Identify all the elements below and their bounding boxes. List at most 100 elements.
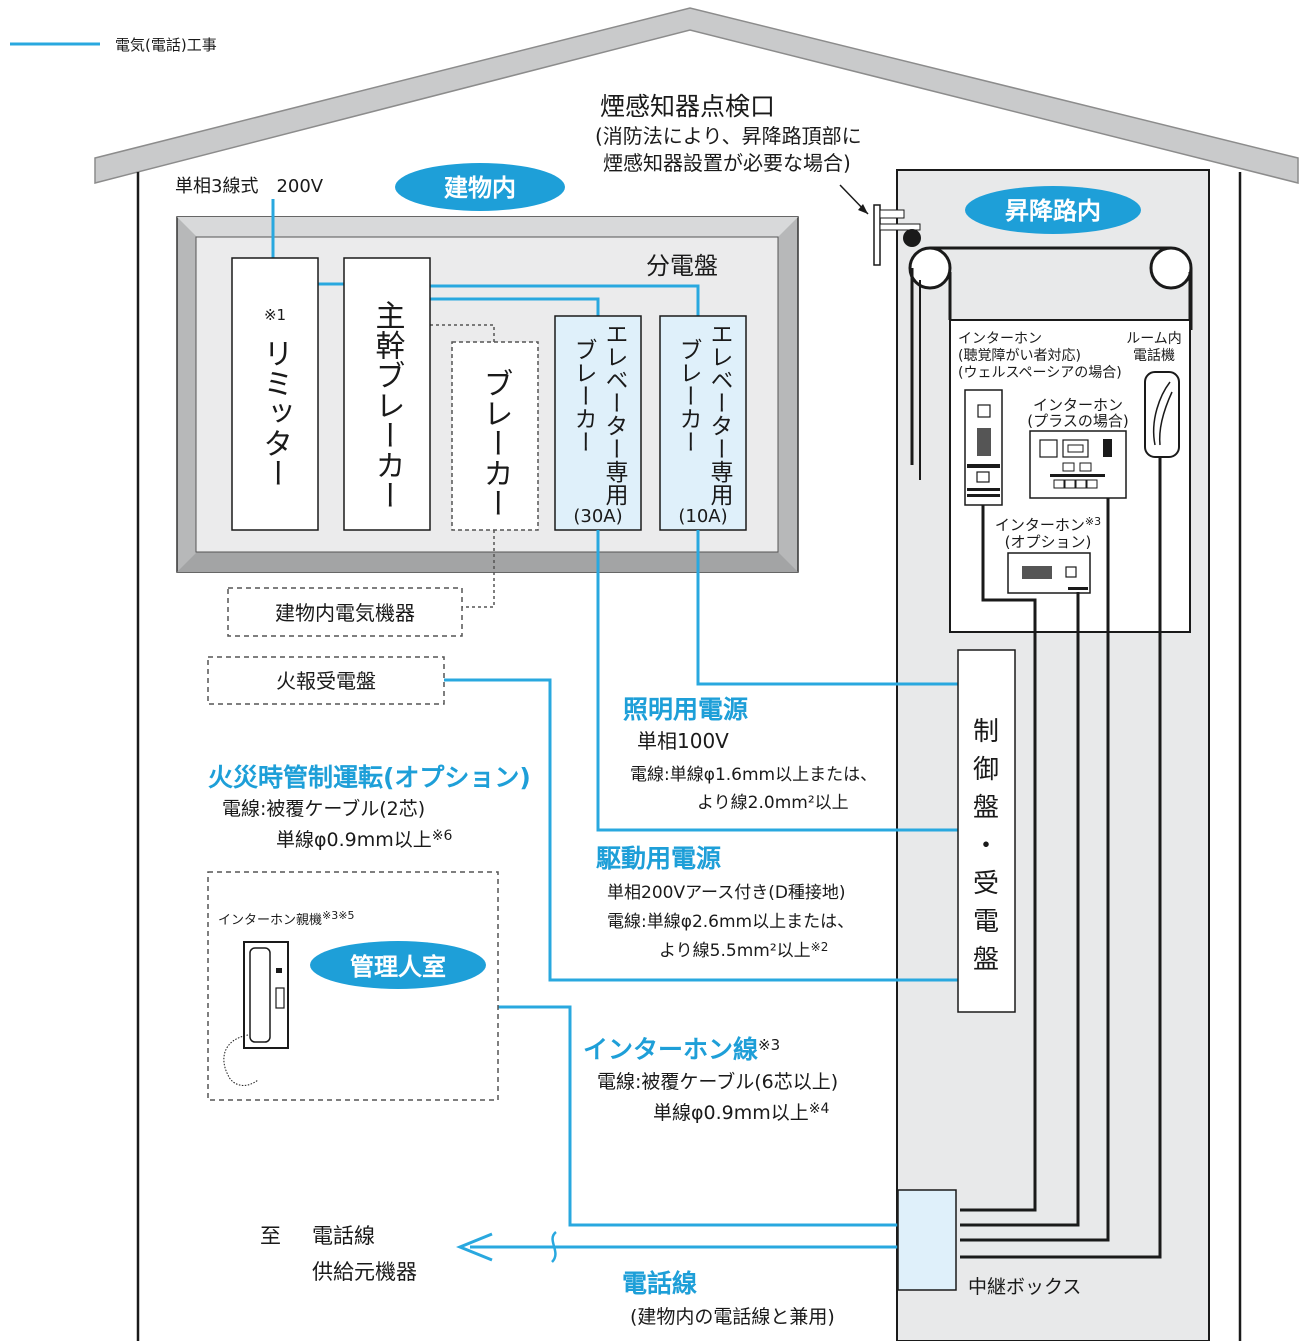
intercom-plus: インターホン (プラスの場合) bbox=[1027, 396, 1129, 499]
smoke-detector-title: 煙感知器点検口 bbox=[600, 92, 775, 121]
elevator-breaker-30a-label-col1: エレベーター専用 bbox=[601, 322, 629, 506]
building-badge-label: 建物内 bbox=[444, 174, 516, 202]
fire-alarm-panel: 火報受電盤 bbox=[207, 656, 445, 705]
elevator-breaker-30a: エレベーター専用 ブレーカー (30A) bbox=[554, 315, 642, 531]
drive-power-cable bbox=[596, 530, 958, 832]
speaker-grille-icon bbox=[977, 428, 991, 456]
room-phone: ルーム内 電話機 bbox=[1126, 331, 1182, 458]
intercom-hearing-impaired: インターホン (聴覚障がい者対応) (ウェルスペーシアの場合) bbox=[958, 331, 1122, 506]
intercom-option-wire bbox=[960, 592, 1080, 1227]
drive-power-title: 駆動用電源 bbox=[596, 844, 721, 873]
smoke-detector-note-2: 煙感知器設置が必要な場合) bbox=[603, 151, 851, 175]
fire-control-info: 火災時管制運転(オプション) 電線:被覆ケーブル(2芯) 単線φ0.9mm以上※… bbox=[208, 763, 531, 851]
phone-arrow-icon bbox=[456, 1232, 493, 1262]
phone-line-to: 至 bbox=[260, 1224, 281, 1248]
breaker: ブレーカー bbox=[451, 341, 539, 531]
phone-button-icon bbox=[976, 471, 990, 483]
intercom-line-info: インターホン線※3 電線:被覆ケーブル(6芯以上) 単線φ0.9mm以上※4 bbox=[583, 1035, 838, 1124]
intercom-option: インターホン※3 (オプション) bbox=[995, 515, 1101, 594]
elevator-breaker-10a-label-col2: ブレーカー bbox=[675, 338, 701, 453]
building-electric-equipment: 建物内電気機器 bbox=[227, 587, 463, 637]
elevator-breaker-30a-rating: (30A) bbox=[573, 506, 622, 527]
phone-handset-icon bbox=[1152, 381, 1173, 446]
speaker-grille-icon-2 bbox=[1022, 566, 1052, 579]
relay-box: 中継ボックス bbox=[897, 1189, 1081, 1298]
fire-control-line2: 単線φ0.9mm以上※6 bbox=[276, 828, 453, 851]
relay-box-label: 中継ボックス bbox=[968, 1276, 1081, 1298]
drive-power-info: 駆動用電源 単相200Vアース付き(D種接地) 電線:単線φ2.6mm以上または… bbox=[596, 844, 854, 961]
drive-power-line1: 単相200Vアース付き(D種接地) bbox=[607, 883, 846, 903]
intercom-option-note: ※3 bbox=[1085, 515, 1101, 528]
fire-control-title: 火災時管制運転(オプション) bbox=[208, 763, 531, 792]
phone-line-info: 至 電話線 供給元機器 電話線 (建物内の電話線と兼用) bbox=[260, 1224, 835, 1328]
intercom-option-line2: (オプション) bbox=[1005, 533, 1092, 551]
legend: 電気(電話)工事 bbox=[10, 36, 217, 54]
manager-room-badge: 管理人室 bbox=[350, 953, 446, 981]
elevator-breaker-10a-label-col1: エレベーター専用 bbox=[706, 322, 734, 506]
room-phone-wire bbox=[960, 457, 1162, 1259]
elevator-breaker-10a-rating: (10A) bbox=[678, 506, 727, 527]
control-panel-char-4: ・ bbox=[973, 831, 999, 861]
lighting-power-line1: 単相100V bbox=[637, 729, 729, 753]
main-breaker: 主幹ブレーカー bbox=[343, 257, 431, 531]
drive-power-line2: 電線:単線φ2.6mm以上または、 bbox=[607, 912, 854, 932]
intercom-line-note: ※4 bbox=[809, 1101, 830, 1117]
limiter-note: ※1 bbox=[264, 306, 286, 324]
lighting-power-title: 照明用電源 bbox=[623, 695, 748, 724]
fire-alarm-panel-label: 火報受電盤 bbox=[276, 669, 376, 693]
control-panel-char-7: 盤 bbox=[973, 945, 999, 975]
room-phone-line1: ルーム内 bbox=[1126, 331, 1182, 347]
intercom-line-title-note: ※3 bbox=[758, 1036, 780, 1054]
smoke-sensor-icon bbox=[903, 229, 921, 247]
intercom-plus-wire bbox=[960, 498, 1110, 1242]
main-breaker-label: 主幹ブレーカー bbox=[370, 300, 405, 510]
building-badge: 建物内 bbox=[395, 163, 565, 211]
main-to-breaker10-cable bbox=[430, 284, 700, 316]
drive-power-line3: より線5.5mm²以上※2 bbox=[659, 940, 828, 961]
intercom-option-line1: インターホン※3 bbox=[995, 515, 1101, 534]
control-panel-char-1: 制 bbox=[973, 717, 999, 747]
lighting-power-cable bbox=[696, 530, 958, 686]
intercom-plus-line2: (プラスの場合) bbox=[1027, 412, 1128, 430]
elevator-breaker-10a: エレベーター専用 ブレーカー (10A) bbox=[659, 315, 747, 531]
control-panel-char-2: 御 bbox=[973, 755, 999, 785]
control-panel-char-6: 電 bbox=[973, 907, 999, 937]
roof bbox=[94, 7, 1299, 184]
breaker-label: ブレーカー bbox=[478, 368, 513, 518]
phone-line-title: 電話線 bbox=[622, 1269, 697, 1298]
legend-label: 電気(電話)工事 bbox=[115, 36, 217, 54]
intercom-hearing-line1: インターホン bbox=[958, 331, 1042, 347]
lighting-power-line3: より線2.0mm²以上 bbox=[697, 793, 849, 813]
lighting-power-info: 照明用電源 単相100V 電線:単線φ1.6mm以上または、 より線2.0mm²… bbox=[623, 695, 877, 813]
drive-power-note: ※2 bbox=[811, 940, 829, 954]
intercom-line-line2: 単線φ0.9mm以上※4 bbox=[653, 1101, 830, 1124]
manager-room-note: ※3※5 bbox=[322, 909, 354, 922]
phone-line-note: (建物内の電話線と兼用) bbox=[630, 1306, 835, 1328]
room-phone-line2: 電話機 bbox=[1133, 347, 1175, 364]
phone-line-dest-2: 供給元機器 bbox=[312, 1260, 417, 1284]
cable-break-icon bbox=[550, 1231, 557, 1263]
fire-control-note: ※6 bbox=[432, 828, 453, 844]
breaker-to-equipment-dotted bbox=[462, 530, 495, 608]
supply-label: 単相3線式 200V bbox=[175, 176, 324, 197]
elevator-breaker-30a-label-col2: ブレーカー bbox=[570, 338, 596, 453]
control-panel-char-3: 盤 bbox=[973, 793, 999, 823]
lighting-power-line2: 電線:単線φ1.6mm以上または、 bbox=[630, 765, 877, 785]
intercom-hearing-line2: (聴覚障がい者対応) bbox=[958, 348, 1081, 364]
manager-room-device: インターホン親機※3※5 bbox=[218, 909, 354, 928]
control-panel: 制 御 盤 ・ 受 電 盤 bbox=[957, 649, 1016, 1013]
shaft-badge-label: 昇降路内 bbox=[1005, 197, 1101, 225]
intercom-hearing-line3: (ウェルスペーシアの場合) bbox=[958, 365, 1122, 381]
intercom-line-line1: 電線:被覆ケーブル(6芯以上) bbox=[597, 1070, 838, 1093]
intercom-line-title: インターホン線※3 bbox=[583, 1035, 780, 1064]
limiter-label: リミッター bbox=[258, 338, 293, 488]
sheave-right bbox=[1149, 246, 1193, 290]
fire-control-cable bbox=[444, 678, 958, 982]
intercom-plus-line1: インターホン bbox=[1033, 396, 1123, 414]
intercom-hearing-wire bbox=[960, 505, 1037, 1212]
main-to-breaker30-cable bbox=[430, 297, 600, 316]
smoke-detector-note-1: (消防法により、昇降路頂部に bbox=[595, 124, 862, 148]
handset-cord-icon bbox=[223, 1034, 259, 1086]
smoke-detector: 煙感知器点検口 (消防法により、昇降路頂部に 煙感知器設置が必要な場合) bbox=[595, 92, 921, 266]
